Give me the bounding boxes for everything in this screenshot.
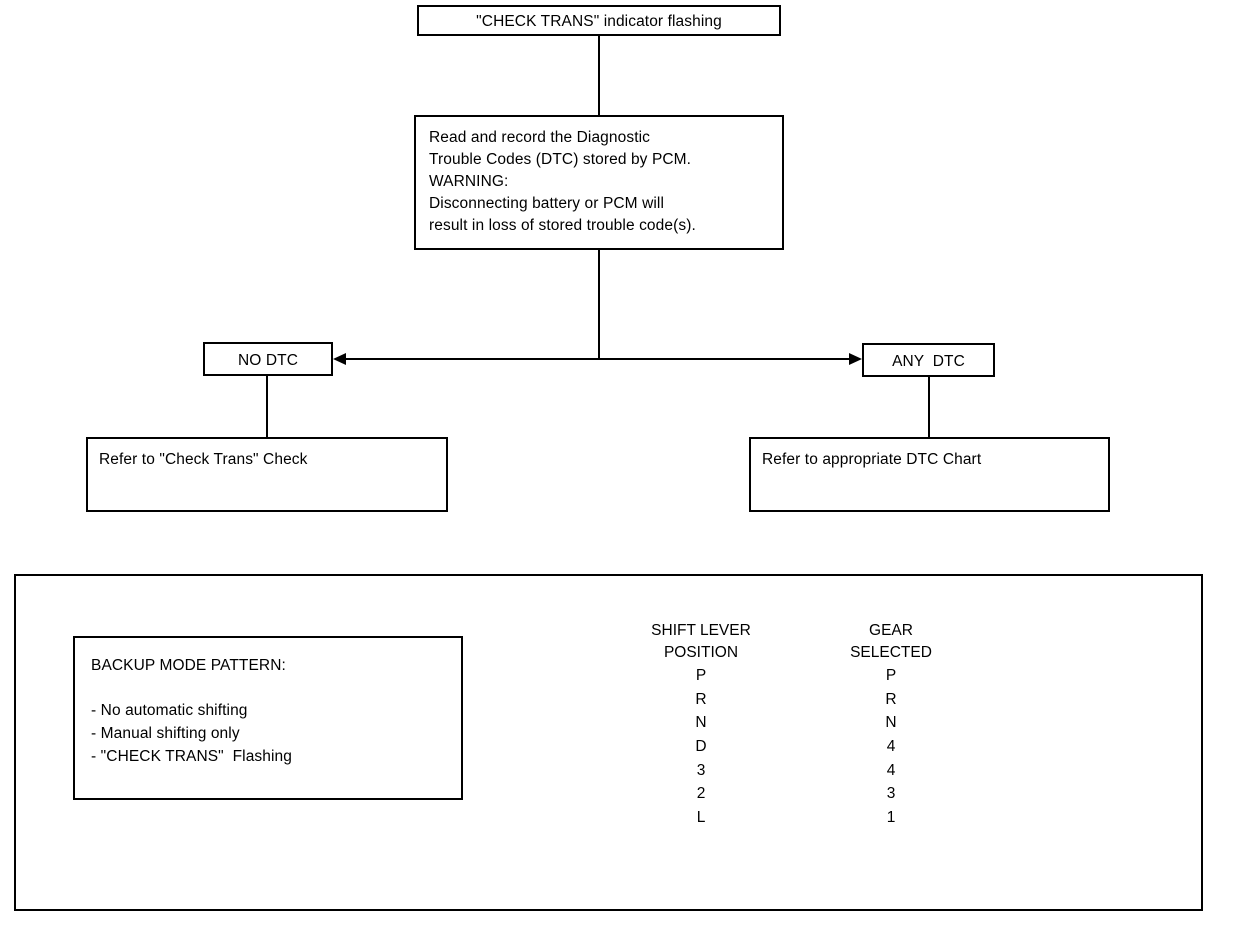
connector-title-to-instruction xyxy=(598,36,600,115)
information-panel: BACKUP MODE PATTERN: - No automatic shif… xyxy=(14,574,1203,911)
branch-label-no-dtc: NO DTC xyxy=(237,352,298,369)
connector-no-dtc-to-result xyxy=(266,376,268,437)
gear-table-cell-lever: 3 xyxy=(696,761,706,779)
gear-table-cell-lever: D xyxy=(695,737,707,755)
connector-any-dtc-to-result xyxy=(928,377,930,437)
result-text-check-trans: Refer to "Check Trans" Check xyxy=(99,451,308,468)
gear-table-column-shift-lever-position: SHIFT LEVER POSITION P R N D 3 2 L xyxy=(606,620,796,829)
gear-table-header-gear-line2: SELECTED xyxy=(850,644,932,661)
gear-table-cell-gear: P xyxy=(885,667,897,684)
gear-selection-table: SHIFT LEVER POSITION P R N D 3 2 L GEAR … xyxy=(606,620,986,829)
flowchart-title-box: "CHECK TRANS" indicator flashing xyxy=(417,5,781,36)
gear-table-header-lever-line2: POSITION xyxy=(663,644,739,661)
arrowhead-right-icon xyxy=(849,353,862,365)
gear-table-cell-gear: 4 xyxy=(886,761,896,779)
branch-label-any-dtc: ANY DTC xyxy=(892,353,965,370)
instruction-box: Read and record the Diagnostic Trouble C… xyxy=(414,115,784,250)
gear-table-cell-lever: P xyxy=(695,667,707,684)
gear-table-header-gear-line1: GEAR xyxy=(869,622,913,639)
gear-table-cell-gear: R xyxy=(885,690,897,708)
backup-mode-bullet-2: - Manual shifting only xyxy=(91,725,240,742)
gear-table-cell-lever: 2 xyxy=(696,785,706,803)
backup-mode-title: BACKUP MODE PATTERN: xyxy=(91,657,286,674)
arrowhead-left-icon xyxy=(333,353,346,365)
result-text-dtc-chart: Refer to appropriate DTC Chart xyxy=(762,451,982,468)
gear-table-header-lever-line1: SHIFT LEVER xyxy=(651,622,751,639)
gear-table-cell-lever: R xyxy=(695,690,707,708)
result-box-dtc-chart: Refer to appropriate DTC Chart xyxy=(749,437,1110,512)
gear-table-cell-gear: 4 xyxy=(886,737,896,755)
gear-table-cell-gear: 3 xyxy=(886,785,896,803)
gear-table-cell-gear: N xyxy=(885,714,897,732)
gear-table-column-gear-selected: GEAR SELECTED P R N 4 4 3 1 xyxy=(796,620,986,829)
gear-table-cell-lever: L xyxy=(696,808,706,826)
connector-instruction-to-branch xyxy=(598,250,600,360)
gear-table-cell-lever: N xyxy=(695,714,707,732)
branch-horizontal-line xyxy=(345,358,851,360)
backup-mode-bullet-1: - No automatic shifting xyxy=(91,702,248,719)
branch-box-any-dtc: ANY DTC xyxy=(862,343,995,377)
backup-mode-bullet-3: - "CHECK TRANS" Flashing xyxy=(91,748,292,765)
result-box-check-trans: Refer to "Check Trans" Check xyxy=(86,437,448,512)
gear-table-cell-gear: 1 xyxy=(886,808,896,826)
instruction-text: Read and record the Diagnostic Trouble C… xyxy=(429,129,696,234)
branch-box-no-dtc: NO DTC xyxy=(203,342,333,376)
flowchart-title-text: "CHECK TRANS" indicator flashing xyxy=(476,13,722,30)
backup-mode-box: BACKUP MODE PATTERN: - No automatic shif… xyxy=(73,636,463,800)
